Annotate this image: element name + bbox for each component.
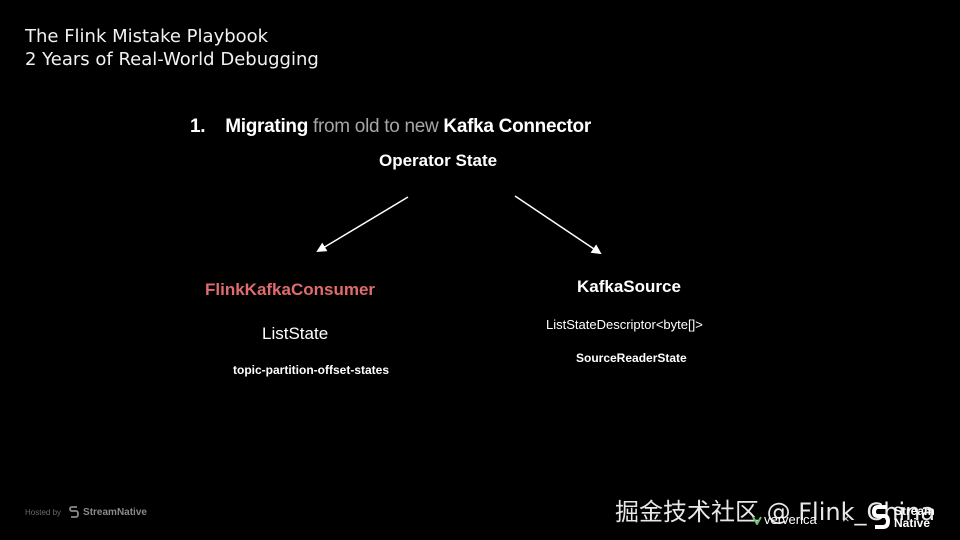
hosted-by-footer: Hosted by StreamNative [25,506,147,518]
flink-kafka-consumer-label: FlinkKafkaConsumer [205,280,376,299]
times-icon: × [842,511,850,526]
kafka-source-label: KafkaSource [577,277,681,296]
source-reader-state-label: SourceReaderState [576,351,687,365]
arrow-right [514,195,602,255]
liststate-label: ListState [262,324,329,343]
heading-light-text: from old to new [313,116,439,137]
hosted-by-text: Hosted by [25,507,62,517]
ververica-mark-icon [752,516,762,525]
ververica-logo: ververica [752,512,817,527]
slide-header: The Flink Mistake Playbook 2 Years of Re… [25,25,319,71]
slide-subtitle: 2 Years of Real-World Debugging [25,49,319,70]
hosted-by-brand: StreamNative [83,506,147,518]
heading-bold-connector: Kafka Connector [443,116,591,137]
heading-bold-migrating: Migrating [225,116,309,137]
streamnative-line2: Native [894,516,931,530]
topic-partition-offset-states-label: topic-partition-offset-states [233,363,389,377]
streamnative-line1: Stream [894,504,935,518]
heading-number: 1. [190,116,206,137]
ververica-text: ververica [764,512,817,527]
streamnative-small-icon [69,506,79,518]
list-state-descriptor-label: ListStateDescriptor<byte[]> [546,317,703,332]
section-heading: 1. Migrating from old to new Kafka Connec… [190,116,591,138]
streamnative-mark-icon [872,505,890,529]
arrow-left [316,196,409,253]
operator-state-label: Operator State [379,151,498,170]
slide-title: The Flink Mistake Playbook [25,26,269,47]
streamnative-logo: Stream Native [872,504,935,530]
watermark-text: 掘金技术社区 @ Flink_China [615,498,936,526]
